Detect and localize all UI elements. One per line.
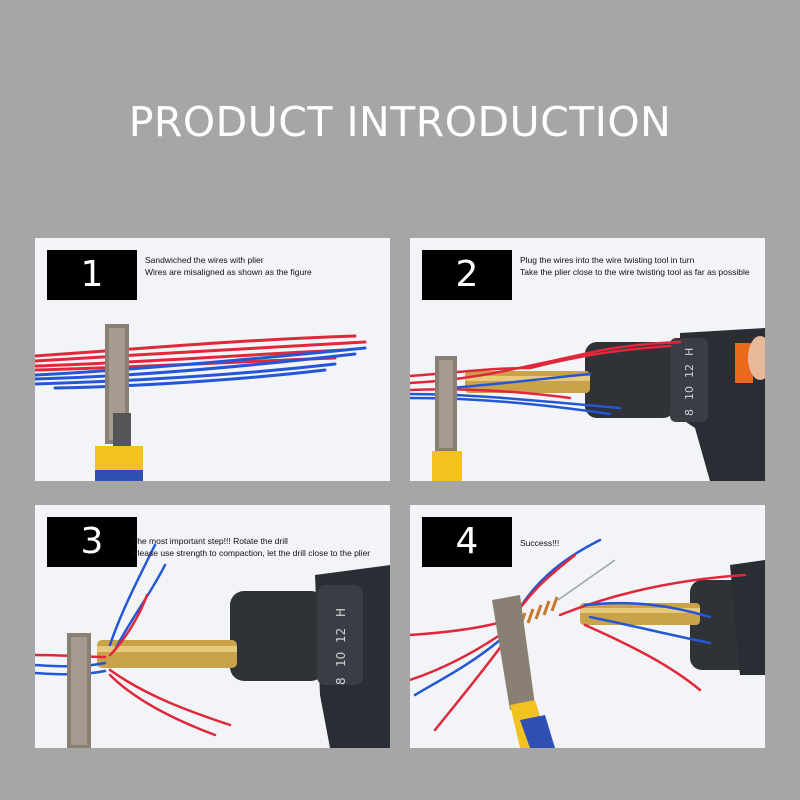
step-caption: Sandwiched the wires with plier Wires ar… (145, 254, 312, 278)
red-wire (558, 573, 747, 617)
red-wire (433, 643, 504, 732)
step-caption-line-1: The most important step!!! Rotate the dr… (132, 536, 288, 546)
red-wire (410, 388, 572, 400)
chuck-label: 10 (334, 652, 348, 667)
step-1-illustration (35, 324, 367, 481)
blue-wire (410, 392, 622, 410)
drill-chuck (230, 591, 325, 681)
red-wire (410, 621, 500, 637)
plier-handle (432, 451, 462, 481)
step-3-illustration: 8 10 12 H (35, 543, 390, 748)
red-wire (108, 668, 232, 727)
step-caption-line-1: Plug the wires into the wire twisting to… (520, 255, 695, 265)
blue-wire (588, 615, 712, 645)
chuck-label: 8 (334, 677, 348, 685)
step-4-illustration (410, 538, 765, 748)
drill-chuck (585, 342, 675, 418)
step-3-panel: 8 10 12 H 3 The most important step!!! R… (35, 505, 390, 748)
step-caption: Success!!! (520, 537, 559, 549)
bare-wire (557, 559, 616, 601)
step-caption: The most important step!!! Rotate the dr… (132, 535, 370, 559)
step-1-panel: 1 Sandwiched the wires with plier Wires … (35, 238, 390, 481)
blue-wire (53, 368, 327, 390)
red-wire (35, 348, 347, 368)
red-wire (35, 334, 357, 358)
step-caption-line-2: Please use strength to compaction, let t… (132, 548, 371, 558)
plier-jaw (492, 595, 535, 710)
red-wire (35, 340, 367, 363)
drill-body (730, 560, 765, 675)
step-number-badge: 2 (422, 250, 512, 300)
hand (748, 336, 765, 380)
step-caption: Plug the wires into the wire twisting to… (520, 254, 750, 278)
red-wire (583, 623, 702, 692)
step-4-panel: 4 Success!!! (410, 505, 765, 748)
page-title: PRODUCT INTRODUCTION (128, 98, 672, 146)
step-caption-line-2: Wires are misaligned as shown as the fig… (145, 267, 312, 277)
chuck-label: 12 (334, 628, 348, 643)
twisting-tool (580, 603, 700, 625)
chuck-label: H (334, 608, 348, 617)
step-2-illustration: 8 10 12 H (410, 328, 765, 481)
chuck-label: 10 (683, 386, 696, 400)
blue-wire (583, 601, 712, 619)
step-number-badge: 3 (47, 517, 137, 567)
chuck-label: 8 (683, 409, 696, 416)
step-caption-line-2: Take the plier close to the wire twistin… (520, 267, 750, 277)
step-2-panel: 8 10 12 H 2 Plug the wires into the wire… (410, 238, 765, 481)
blue-wire (108, 543, 157, 647)
step-number-badge: 4 (422, 517, 512, 567)
step-caption-line-1: Success!!! (520, 538, 560, 548)
step-number-badge: 1 (47, 250, 137, 300)
step-caption-line-1: Sandwiched the wires with plier (145, 255, 264, 265)
red-wire (410, 633, 502, 682)
blue-wire (35, 346, 367, 377)
red-wire (108, 673, 217, 737)
chuck-label: 12 (683, 364, 696, 378)
blue-wire (35, 362, 337, 386)
blue-wire (448, 372, 592, 390)
blue-wire (413, 638, 502, 697)
chuck-label: H (683, 348, 696, 356)
red-wire (108, 593, 149, 657)
blue-wire (35, 352, 357, 381)
blue-wire (113, 563, 167, 652)
